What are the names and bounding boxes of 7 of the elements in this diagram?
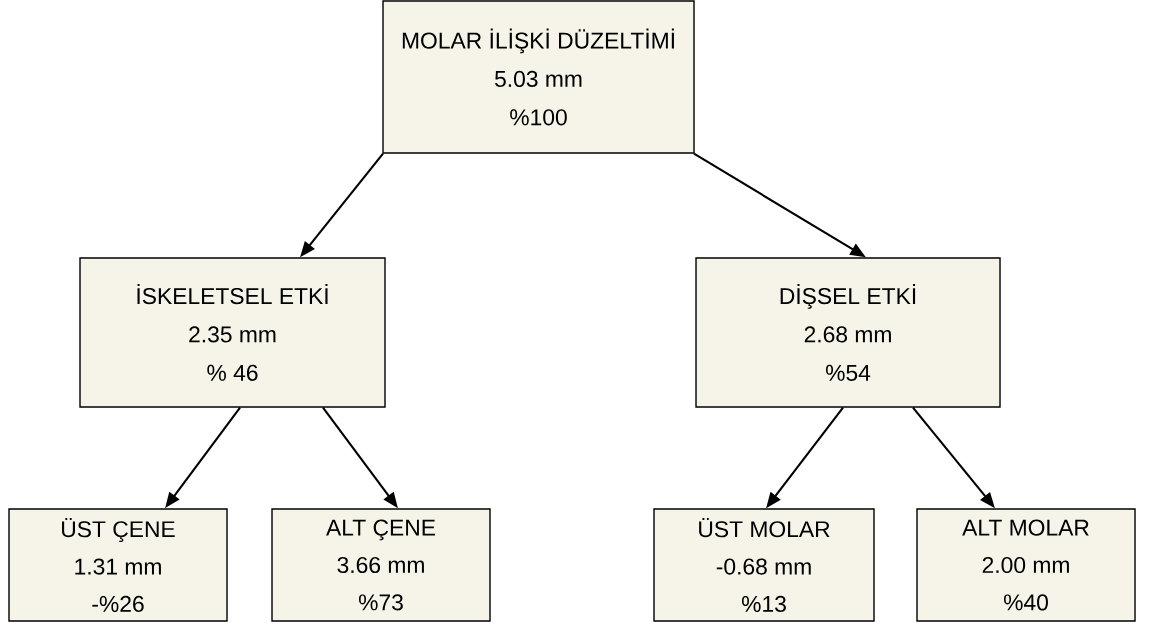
box: DİŞSEL ETKİ 2.68 mm %54	[695, 257, 1001, 408]
box: MOLAR İLİŞKİ DÜZELTİMİ 5.03 mm %100	[382, 0, 695, 154]
box: ALT MOLAR 2.00 mm %40	[916, 508, 1136, 622]
box: ÜST ÇENE 1.31 mm -%26	[8, 508, 228, 622]
box: ALT ÇENE 3.66 mm %73	[271, 508, 491, 622]
box: ÜST MOLAR -0.68 mm %13	[653, 508, 875, 622]
box: İSKELETSEL ETKİ 2.35 mm % 46	[79, 257, 386, 408]
